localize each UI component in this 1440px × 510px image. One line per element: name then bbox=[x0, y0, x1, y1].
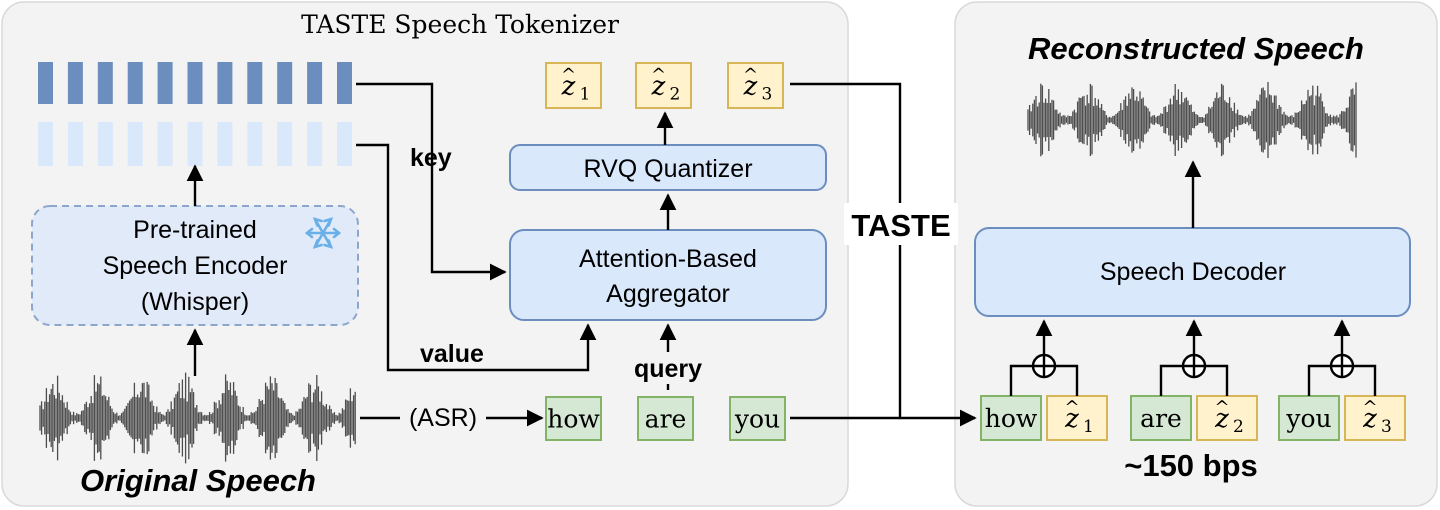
token-hat: ^ bbox=[743, 65, 758, 86]
encoder-label-line1: Pre-trained bbox=[133, 216, 257, 244]
word-label: how bbox=[985, 404, 1038, 433]
rvq-quantizer-label: RVQ Quantizer bbox=[583, 155, 752, 183]
token-subscript: 1 bbox=[580, 85, 591, 105]
key-feature-bar bbox=[307, 62, 323, 104]
speech-decoder-label: Speech Decoder bbox=[1100, 258, 1286, 286]
snowflake-icon bbox=[304, 217, 342, 249]
word-box: you bbox=[729, 396, 786, 441]
aggregator-label-line1: Attention-Based bbox=[579, 245, 757, 273]
value-feature-bar bbox=[97, 122, 113, 166]
word-box: are bbox=[637, 396, 694, 441]
query-label-bg bbox=[626, 352, 712, 384]
value-feature-bar bbox=[127, 122, 143, 166]
taste-label: TASTE bbox=[851, 208, 950, 243]
token-hat: ^ bbox=[1064, 397, 1079, 418]
taste-token-connector bbox=[790, 82, 977, 427]
word-box: how bbox=[980, 395, 1042, 441]
key-feature-bar bbox=[247, 62, 263, 104]
token-symbol: z bbox=[1214, 404, 1229, 434]
transcript-words: how are you bbox=[545, 396, 786, 441]
token-subscript: 2 bbox=[1233, 417, 1244, 437]
key-feature-bar bbox=[187, 62, 203, 104]
pair-token-1: z^1 bbox=[1046, 395, 1108, 441]
key-feature-bar bbox=[127, 62, 143, 104]
token-symbol: z bbox=[1362, 404, 1377, 434]
original-speech-label: Original Speech bbox=[80, 463, 316, 498]
taste-label-bg bbox=[844, 203, 958, 245]
token-hat: ^ bbox=[651, 65, 666, 86]
token-symbol: z bbox=[1064, 404, 1079, 434]
key-feature-bars bbox=[38, 62, 352, 104]
key-feature-bar bbox=[67, 62, 83, 104]
quantized-token-3: z^3 bbox=[727, 62, 784, 109]
word-box: are bbox=[1130, 395, 1192, 441]
value-feature-bar bbox=[247, 122, 263, 166]
token-symbol: z bbox=[743, 72, 758, 102]
word-box: you bbox=[1278, 395, 1340, 441]
word-label: are bbox=[1140, 404, 1182, 433]
value-feature-bar bbox=[217, 122, 233, 166]
aggregator-label-line2: Aggregator bbox=[606, 280, 730, 308]
value-feature-bar bbox=[157, 122, 173, 166]
pair-token-2: z^2 bbox=[1196, 395, 1258, 441]
token-hat: ^ bbox=[1214, 397, 1229, 418]
add-operator bbox=[1307, 319, 1377, 396]
add-operator bbox=[1009, 319, 1079, 396]
key-feature-bar bbox=[277, 62, 293, 104]
rvq-quantizer-box bbox=[509, 144, 827, 191]
quantized-token-1: z^1 bbox=[545, 62, 602, 109]
key-connector bbox=[356, 82, 507, 281]
key-feature-bar bbox=[157, 62, 173, 104]
key-feature-bar bbox=[337, 62, 352, 104]
key-feature-bar bbox=[217, 62, 233, 104]
token-subscript: 1 bbox=[1083, 417, 1094, 437]
token-hat: ^ bbox=[561, 65, 576, 86]
value-feature-bar bbox=[277, 122, 293, 166]
bitrate-label: ~150 bps bbox=[1124, 448, 1258, 483]
word-label: are bbox=[645, 405, 687, 434]
reconstructed-speech-waveform bbox=[1027, 82, 1357, 158]
value-feature-bars bbox=[38, 122, 352, 166]
encoder-label-line3: (Whisper) bbox=[141, 288, 249, 316]
encoder-label-line2: Speech Encoder bbox=[103, 252, 288, 280]
token-symbol: z bbox=[561, 72, 576, 102]
word-label: you bbox=[1285, 404, 1331, 433]
value-label: value bbox=[420, 340, 484, 368]
quantized-token-2: z^2 bbox=[635, 62, 692, 109]
key-label: key bbox=[410, 144, 452, 172]
word-label: how bbox=[547, 405, 600, 434]
token-subscript: 2 bbox=[670, 85, 681, 105]
value-connector bbox=[356, 143, 597, 372]
original-speech-waveform bbox=[39, 372, 356, 464]
pair-token-3: z^3 bbox=[1344, 395, 1406, 441]
add-operator bbox=[1159, 319, 1229, 396]
key-feature-bar bbox=[38, 62, 53, 104]
value-feature-bar bbox=[307, 122, 323, 166]
token-subscript: 3 bbox=[1381, 417, 1392, 437]
reconstructed-speech-title: Reconstructed Speech bbox=[1028, 31, 1364, 66]
token-symbol: z bbox=[651, 72, 666, 102]
value-feature-bar bbox=[38, 122, 53, 166]
value-feature-bar bbox=[67, 122, 83, 166]
word-box: how bbox=[545, 396, 602, 441]
token-subscript: 3 bbox=[762, 85, 773, 105]
query-label: query bbox=[634, 355, 702, 383]
tokenizer-title: TASTE Speech Tokenizer bbox=[301, 10, 619, 39]
word-label: you bbox=[734, 405, 780, 434]
asr-label: (ASR) bbox=[409, 404, 477, 432]
value-feature-bar bbox=[187, 122, 203, 166]
key-feature-bar bbox=[97, 62, 113, 104]
value-feature-bar bbox=[337, 122, 352, 166]
token-hat: ^ bbox=[1362, 397, 1377, 418]
